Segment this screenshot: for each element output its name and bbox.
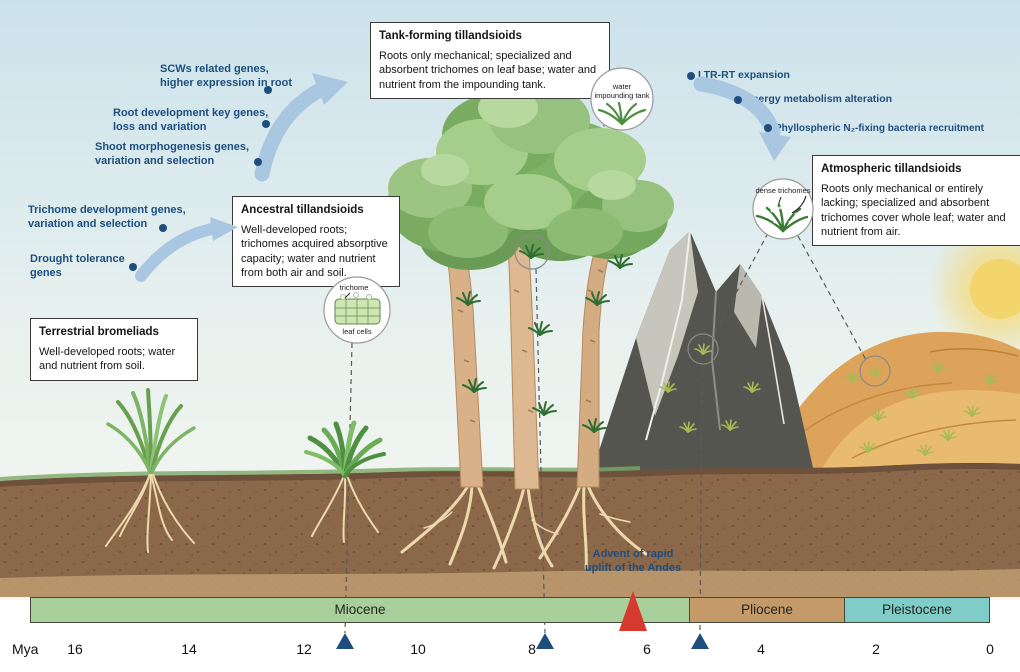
- roots-illustration: [105, 473, 648, 570]
- annotation-energy: Energy metabolism alteration: [745, 93, 893, 105]
- inset-leaf-cells-label: leaf cells: [342, 327, 372, 336]
- tick-0: 0: [986, 641, 994, 657]
- andes-event-label: Advent of rapid uplift of the Andes: [584, 548, 682, 574]
- box-atmospheric: Atmospheric tillandsioids Roots only mec…: [812, 155, 1020, 247]
- annotation-drought: Drought tolerance genes: [30, 253, 125, 280]
- annotation-phyllospheric: Phyllospheric N₂-fixing bacteria recruit…: [775, 123, 984, 134]
- box-atmospheric-body: Roots only mechanical or entirely lackin…: [821, 182, 1006, 238]
- inset-water-tank-label: water impounding tank: [594, 82, 650, 101]
- trees-illustration: [387, 86, 674, 490]
- box-ancestral-body: Well-developed roots; trichomes acquired…: [241, 223, 388, 279]
- inset-dense-trichomes-label: dense trichomes: [755, 186, 811, 195]
- box-ancestral-title: Ancestral tillandsioids: [241, 204, 364, 216]
- tick-14: 14: [181, 641, 197, 657]
- tick-8: 8: [528, 641, 536, 657]
- annotation-scws: SCWs related genes, higher expression in…: [160, 63, 293, 90]
- inset-trichome-label: trichome: [339, 283, 369, 292]
- annotation-trichome-dev: Trichome development genes, variation an…: [28, 204, 186, 231]
- annotation-root-dev: Root development key genes, loss and var…: [113, 107, 269, 134]
- epoch-miocene: Miocene: [31, 598, 689, 622]
- box-ancestral: Ancestral tillandsioids Well-developed r…: [232, 196, 400, 288]
- epoch-pleistocene-label: Pleistocene: [882, 602, 952, 617]
- epoch-pleistocene: Pleistocene: [844, 598, 989, 622]
- highlight-circles: [514, 234, 891, 387]
- box-terrestrial-title: Terrestrial bromeliads: [39, 326, 159, 338]
- box-terrestrial: Terrestrial bromeliads Well-developed ro…: [30, 318, 198, 381]
- tick-16: 16: [67, 641, 83, 657]
- epoch-pliocene: Pliocene: [689, 598, 844, 622]
- mya-unit-label: Mya: [12, 641, 39, 657]
- timeline-bar: Miocene Pliocene Pleistocene: [30, 597, 990, 623]
- tree-canopy: [387, 86, 674, 270]
- box-tank-forming: Tank-forming tillandsioids Roots only me…: [370, 22, 610, 99]
- terrestrial-plant-illustration: [106, 388, 196, 474]
- tick-10: 10: [410, 641, 426, 657]
- ancestral-plant-illustration: [304, 420, 386, 479]
- box-tank-forming-title: Tank-forming tillandsioids: [379, 30, 522, 42]
- epoch-pliocene-label: Pliocene: [741, 602, 793, 617]
- tick-4: 4: [757, 641, 765, 657]
- box-atmospheric-title: Atmospheric tillandsioids: [821, 163, 962, 175]
- annotation-shoot: Shoot morphogenesis genes, variation and…: [95, 141, 250, 168]
- tick-12: 12: [296, 641, 312, 657]
- epoch-miocene-label: Miocene: [334, 602, 386, 617]
- annotation-ltr-rt: LTR-RT expansion: [698, 69, 790, 81]
- box-tank-forming-body: Roots only mechanical; specialized and a…: [379, 49, 597, 91]
- tick-2: 2: [872, 641, 880, 657]
- box-terrestrial-body: Well-developed roots; water and nutrient…: [39, 345, 176, 373]
- tick-6: 6: [643, 641, 651, 657]
- sun-illustration: [928, 217, 1020, 361]
